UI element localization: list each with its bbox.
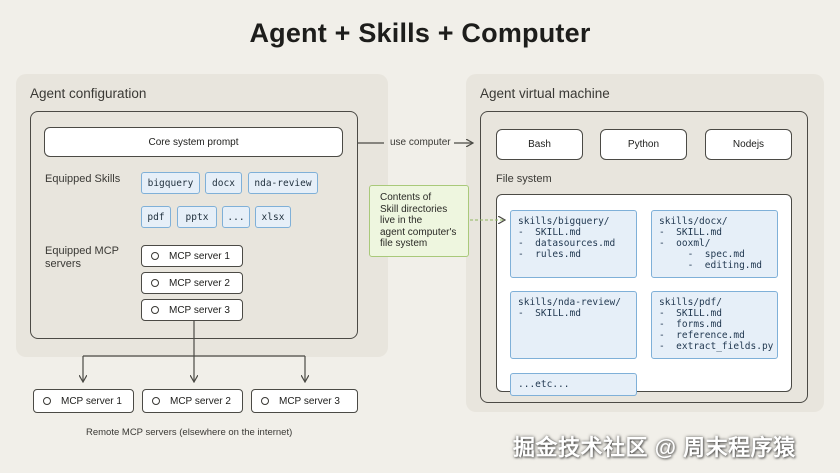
runtime-python: Python — [600, 129, 687, 160]
skill-directory-etc: ...etc... — [510, 373, 637, 396]
mcp-server-label: MCP server 2 — [170, 395, 231, 407]
use-computer-label: use computer — [390, 137, 451, 148]
equipped-mcp-server: MCP server 3 — [141, 299, 243, 321]
server-dot-icon — [151, 279, 159, 287]
server-dot-icon — [151, 306, 159, 314]
skill-directory-pdf: skills/pdf/ - SKILL.md - forms.md - refe… — [651, 291, 778, 359]
remote-mcp-server: MCP server 2 — [142, 389, 243, 413]
mcp-server-label: MCP server 3 — [169, 304, 230, 316]
core-system-prompt-box: Core system prompt — [44, 127, 343, 157]
skill-chip: xlsx — [255, 206, 291, 228]
equipped-mcp-label-line1: Equipped MCP — [45, 245, 119, 257]
watermark-text: 掘金技术社区 @ 周末程序猿 — [513, 435, 796, 460]
equipped-mcp-server: MCP server 1 — [141, 245, 243, 267]
server-dot-icon — [152, 397, 160, 405]
mcp-server-label: MCP server 1 — [61, 395, 122, 407]
equipped-mcp-server: MCP server 2 — [141, 272, 243, 294]
mcp-server-label: MCP server 3 — [279, 395, 340, 407]
skills-callout: Contents of Skill directories live in th… — [369, 185, 469, 257]
agent-vm-label: Agent virtual machine — [480, 86, 610, 101]
equipped-mcp-label: Equipped MCP servers — [45, 245, 119, 271]
remote-mcp-server: MCP server 3 — [251, 389, 358, 413]
server-dot-icon — [261, 397, 269, 405]
skill-chip: pdf — [141, 206, 171, 228]
skill-chip: pptx — [177, 206, 217, 228]
agent-configuration-label: Agent configuration — [30, 86, 147, 101]
remote-mcp-caption: Remote MCP servers (elsewhere on the int… — [86, 427, 293, 438]
server-dot-icon — [43, 397, 51, 405]
skill-chip: ... — [222, 206, 250, 228]
server-dot-icon — [151, 252, 159, 260]
mcp-server-label: MCP server 1 — [169, 250, 230, 262]
diagram-title: Agent + Skills + Computer — [249, 18, 591, 48]
skill-directory-docx: skills/docx/ - SKILL.md - ooxml/ - spec.… — [651, 210, 778, 278]
skill-directory-nda-review: skills/nda-review/ - SKILL.md — [510, 291, 637, 359]
remote-mcp-server: MCP server 1 — [33, 389, 134, 413]
skill-directory-bigquery: skills/bigquery/ - SKILL.md - datasource… — [510, 210, 637, 278]
skill-chip: nda-review — [248, 172, 318, 194]
equipped-skills-label: Equipped Skills — [45, 173, 121, 185]
equipped-mcp-label-line2: servers — [45, 258, 82, 270]
mcp-server-label: MCP server 2 — [169, 277, 230, 289]
runtime-nodejs: Nodejs — [705, 129, 792, 160]
runtime-bash: Bash — [496, 129, 583, 160]
file-system-label: File system — [496, 173, 552, 185]
skill-chip: bigquery — [141, 172, 200, 194]
skill-chip: docx — [205, 172, 242, 194]
